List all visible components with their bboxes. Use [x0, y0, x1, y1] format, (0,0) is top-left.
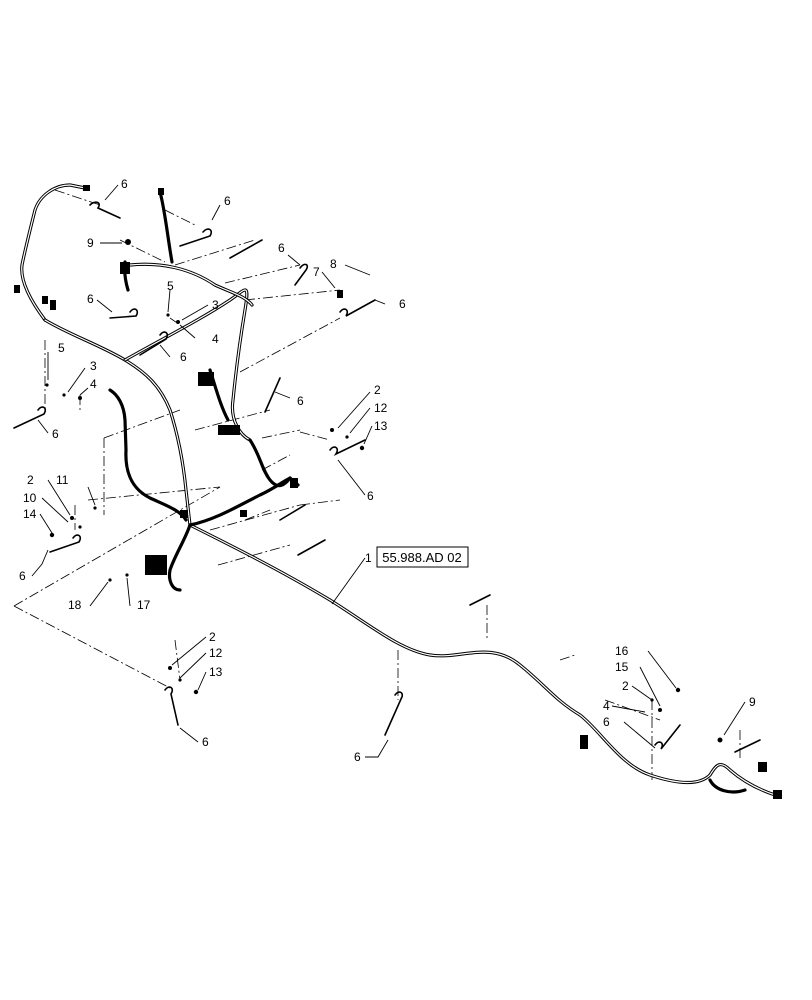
callout-16: 16 — [615, 644, 629, 658]
reference-link[interactable]: 55.988.AD 02 — [376, 546, 469, 568]
callout-5: 5 — [167, 279, 174, 293]
callout-12: 12 — [374, 401, 388, 415]
connectors — [14, 185, 782, 799]
callout-6: 6 — [121, 177, 128, 191]
callout-4: 4 — [603, 699, 610, 713]
callout-6: 6 — [224, 194, 231, 208]
callout-6: 6 — [278, 241, 285, 255]
callout-6: 6 — [202, 735, 209, 749]
cable-ties — [13, 201, 761, 753]
callout-18: 18 — [68, 598, 82, 612]
callout-6: 6 — [180, 350, 187, 364]
callout-6: 6 — [19, 569, 26, 583]
callout-4: 4 — [212, 332, 219, 346]
leader-lines — [31, 184, 746, 758]
callout-14: 14 — [23, 507, 37, 521]
callout-1: 1 — [365, 551, 372, 565]
callout-12: 12 — [209, 646, 223, 660]
callout-9: 9 — [87, 236, 94, 250]
callout-7: 7 — [313, 265, 320, 279]
reference-label[interactable]: 55.988.AD 02 — [382, 550, 462, 565]
callout-15: 15 — [615, 660, 629, 674]
callout-8: 8 — [330, 257, 337, 271]
callout-6: 6 — [52, 427, 59, 441]
callout-6: 6 — [354, 750, 361, 764]
callout-6: 6 — [399, 297, 406, 311]
callout-13: 13 — [209, 665, 223, 679]
callout-3: 3 — [90, 359, 97, 373]
callout-6: 6 — [297, 394, 304, 408]
multi-pin-connector — [198, 372, 214, 386]
callout-11: 11 — [56, 473, 69, 487]
callout-5: 5 — [58, 341, 65, 355]
callout-3: 3 — [212, 298, 219, 312]
callout-13: 13 — [374, 419, 388, 433]
assembly-lines — [13, 189, 741, 780]
relay-block — [145, 555, 167, 575]
callout-6: 6 — [87, 292, 94, 306]
callout-6: 6 — [603, 715, 610, 729]
hardware — [45, 239, 723, 743]
callout-2: 2 — [622, 679, 629, 693]
callout-2: 2 — [209, 630, 216, 644]
callout-4: 4 — [90, 377, 97, 391]
callout-2: 2 — [374, 383, 381, 397]
callout-labels: 6 6 9 6 7 8 6 6 5 3 4 6 5 3 4 6 6 2 12 1… — [19, 177, 756, 764]
callout-2: 2 — [27, 473, 34, 487]
main-wiring-harness — [20, 183, 777, 797]
callout-10: 10 — [23, 491, 37, 505]
callout-17: 17 — [137, 598, 151, 612]
callout-6: 6 — [367, 489, 374, 503]
connector-upper — [158, 188, 164, 195]
callout-9: 9 — [749, 695, 756, 709]
